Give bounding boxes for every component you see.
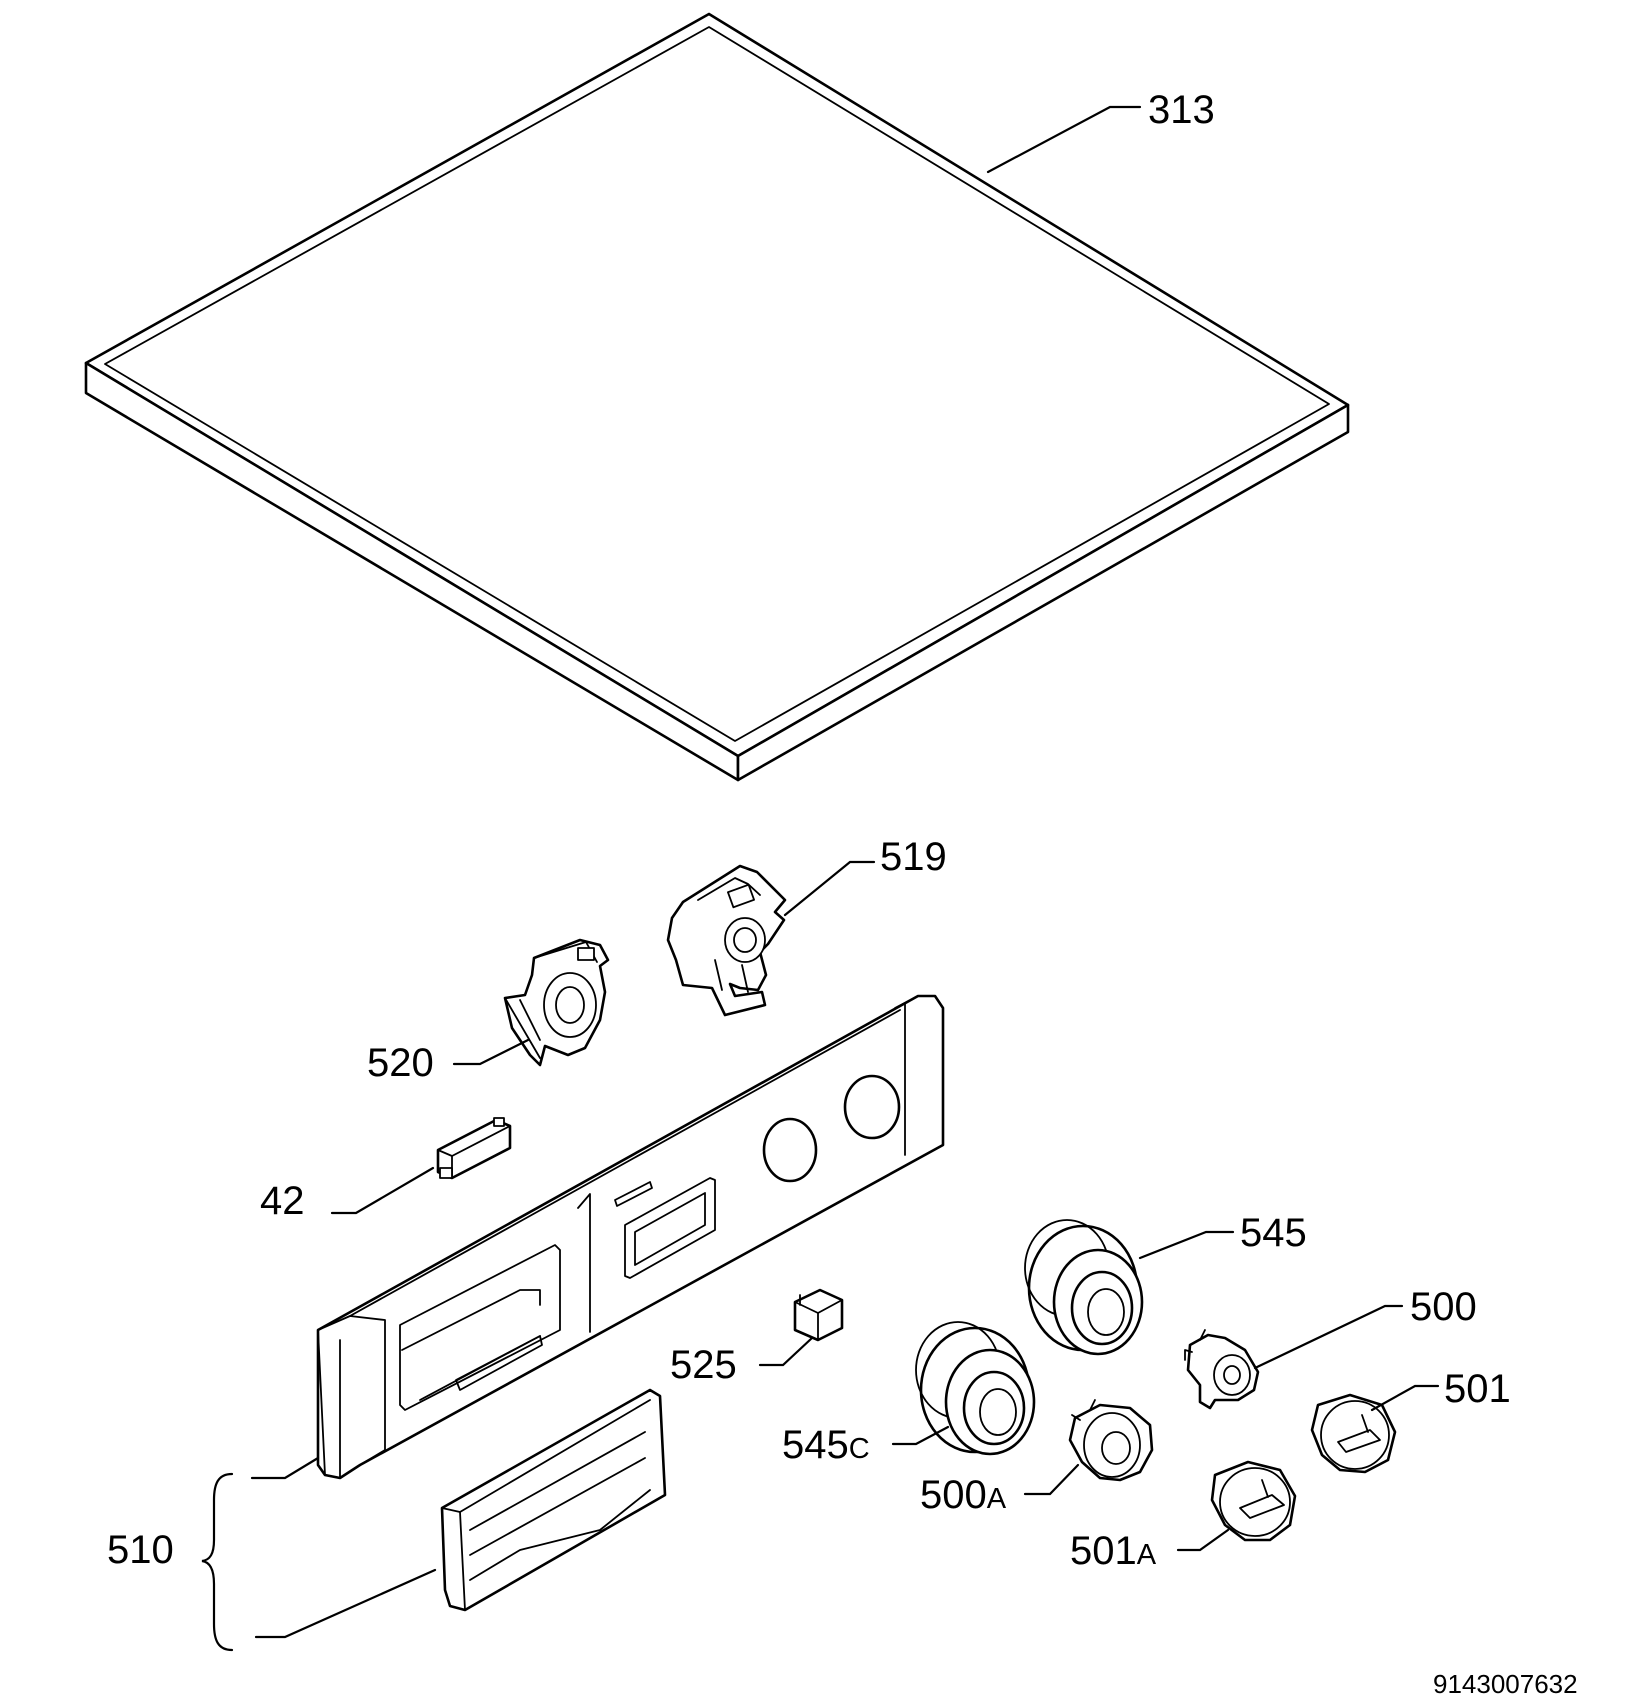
label-545c-number: 545 bbox=[782, 1423, 849, 1467]
leader-545c bbox=[891, 1425, 950, 1446]
label-500: 500 bbox=[1410, 1285, 1477, 1329]
label-500a-suffix: A bbox=[987, 1483, 1007, 1515]
brace-510 bbox=[201, 1472, 234, 1652]
leader-510-bottom bbox=[254, 1568, 437, 1639]
document-number: 9143007632 bbox=[1433, 1669, 1578, 1699]
part-525-switch bbox=[793, 1288, 844, 1342]
label-545: 545 bbox=[1240, 1211, 1307, 1255]
label-519: 519 bbox=[880, 835, 947, 879]
label-510: 510 bbox=[107, 1528, 174, 1572]
label-501: 501 bbox=[1444, 1367, 1511, 1411]
label-501a-suffix: A bbox=[1137, 1539, 1157, 1571]
leader-500a bbox=[1023, 1463, 1080, 1496]
leader-545 bbox=[1138, 1230, 1235, 1260]
leader-500 bbox=[1253, 1304, 1404, 1370]
part-510-control-panel bbox=[316, 994, 945, 1480]
leader-42 bbox=[330, 1166, 435, 1215]
part-520-selector bbox=[503, 938, 610, 1067]
label-42: 42 bbox=[260, 1179, 305, 1223]
part-519-selector-housing bbox=[666, 864, 787, 1017]
part-313-top-lid bbox=[84, 12, 1350, 782]
part-42-clip bbox=[436, 1117, 512, 1180]
label-501a-number: 501 bbox=[1070, 1529, 1137, 1573]
part-501-knob bbox=[1310, 1393, 1397, 1474]
leader-520 bbox=[452, 1038, 530, 1066]
part-545-knob bbox=[1024, 1219, 1144, 1356]
label-545c-suffix: C bbox=[849, 1433, 870, 1465]
leader-525 bbox=[758, 1336, 814, 1367]
part-501a-knob bbox=[1210, 1460, 1297, 1542]
label-500a: 500A bbox=[920, 1473, 1007, 1517]
leader-501 bbox=[1370, 1384, 1440, 1412]
label-500a-number: 500 bbox=[920, 1473, 987, 1517]
leader-313 bbox=[986, 105, 1142, 174]
label-525: 525 bbox=[670, 1343, 737, 1387]
label-545c: 545C bbox=[782, 1423, 870, 1467]
part-500-selector-base bbox=[1184, 1329, 1260, 1410]
part-510-drawer-front bbox=[440, 1388, 667, 1612]
label-501a: 501A bbox=[1070, 1529, 1157, 1573]
label-520: 520 bbox=[367, 1041, 434, 1085]
leader-510-top bbox=[250, 1456, 320, 1480]
leader-501a bbox=[1176, 1528, 1230, 1552]
part-500a-selector-base bbox=[1068, 1399, 1154, 1482]
part-545c-knob bbox=[915, 1321, 1036, 1456]
label-313: 313 bbox=[1148, 88, 1215, 132]
leader-519 bbox=[783, 860, 876, 917]
